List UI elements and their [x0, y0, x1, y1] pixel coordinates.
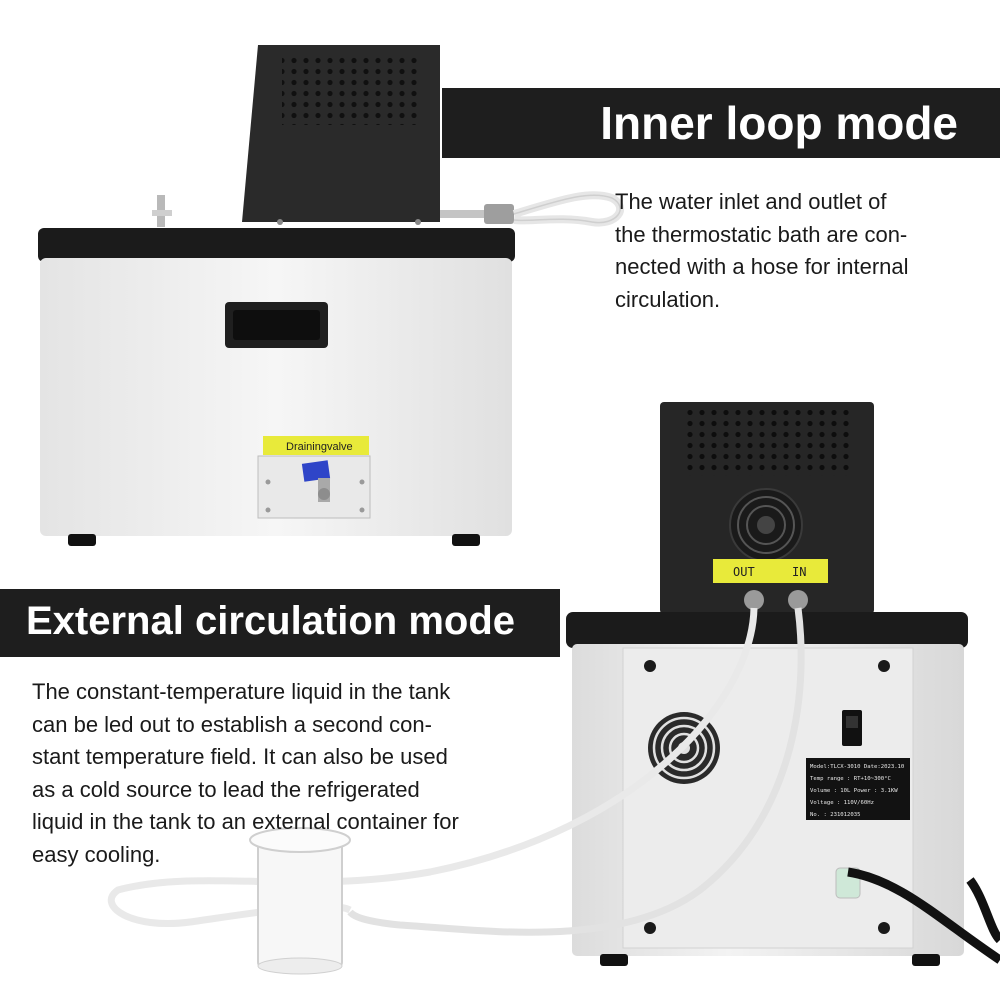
back-device — [108, 402, 1000, 975]
svg-text:Voltage : 110V/60Hz: Voltage : 110V/60Hz — [810, 800, 874, 806]
port-out-label: OUT — [733, 565, 755, 579]
svg-text:Model:TLCX-3010 Date:2023.10: Model:TLCX-3010 Date:2023.10 — [810, 764, 904, 770]
inner-loop-title: Inner loop mode — [600, 97, 958, 149]
front-device — [38, 45, 625, 546]
drain-valve-label: Drainingvalve — [286, 441, 353, 453]
inner-loop-banner: Inner loop mode — [442, 88, 1000, 158]
svg-text:Temp range : RT+10~300°C: Temp range : RT+10~300°C — [810, 776, 891, 782]
external-circulation-banner: External circulation mode — [0, 589, 560, 657]
external-circulation-title: External circulation mode — [26, 599, 516, 643]
nameplate-text: Model:TLCX-3010 Date:2023.10 Temp range … — [810, 764, 904, 818]
external-circulation-description: The constant-temperature liquid in the t… — [32, 679, 459, 867]
inner-loop-description: The water inlet and outlet of the thermo… — [615, 189, 909, 312]
port-in-label: IN — [792, 565, 806, 579]
svg-text:Volume : 10L Power : 3.1KW: Volume : 10L Power : 3.1KW — [810, 788, 898, 794]
svg-text:No. : 231012035: No. : 231012035 — [810, 812, 861, 818]
